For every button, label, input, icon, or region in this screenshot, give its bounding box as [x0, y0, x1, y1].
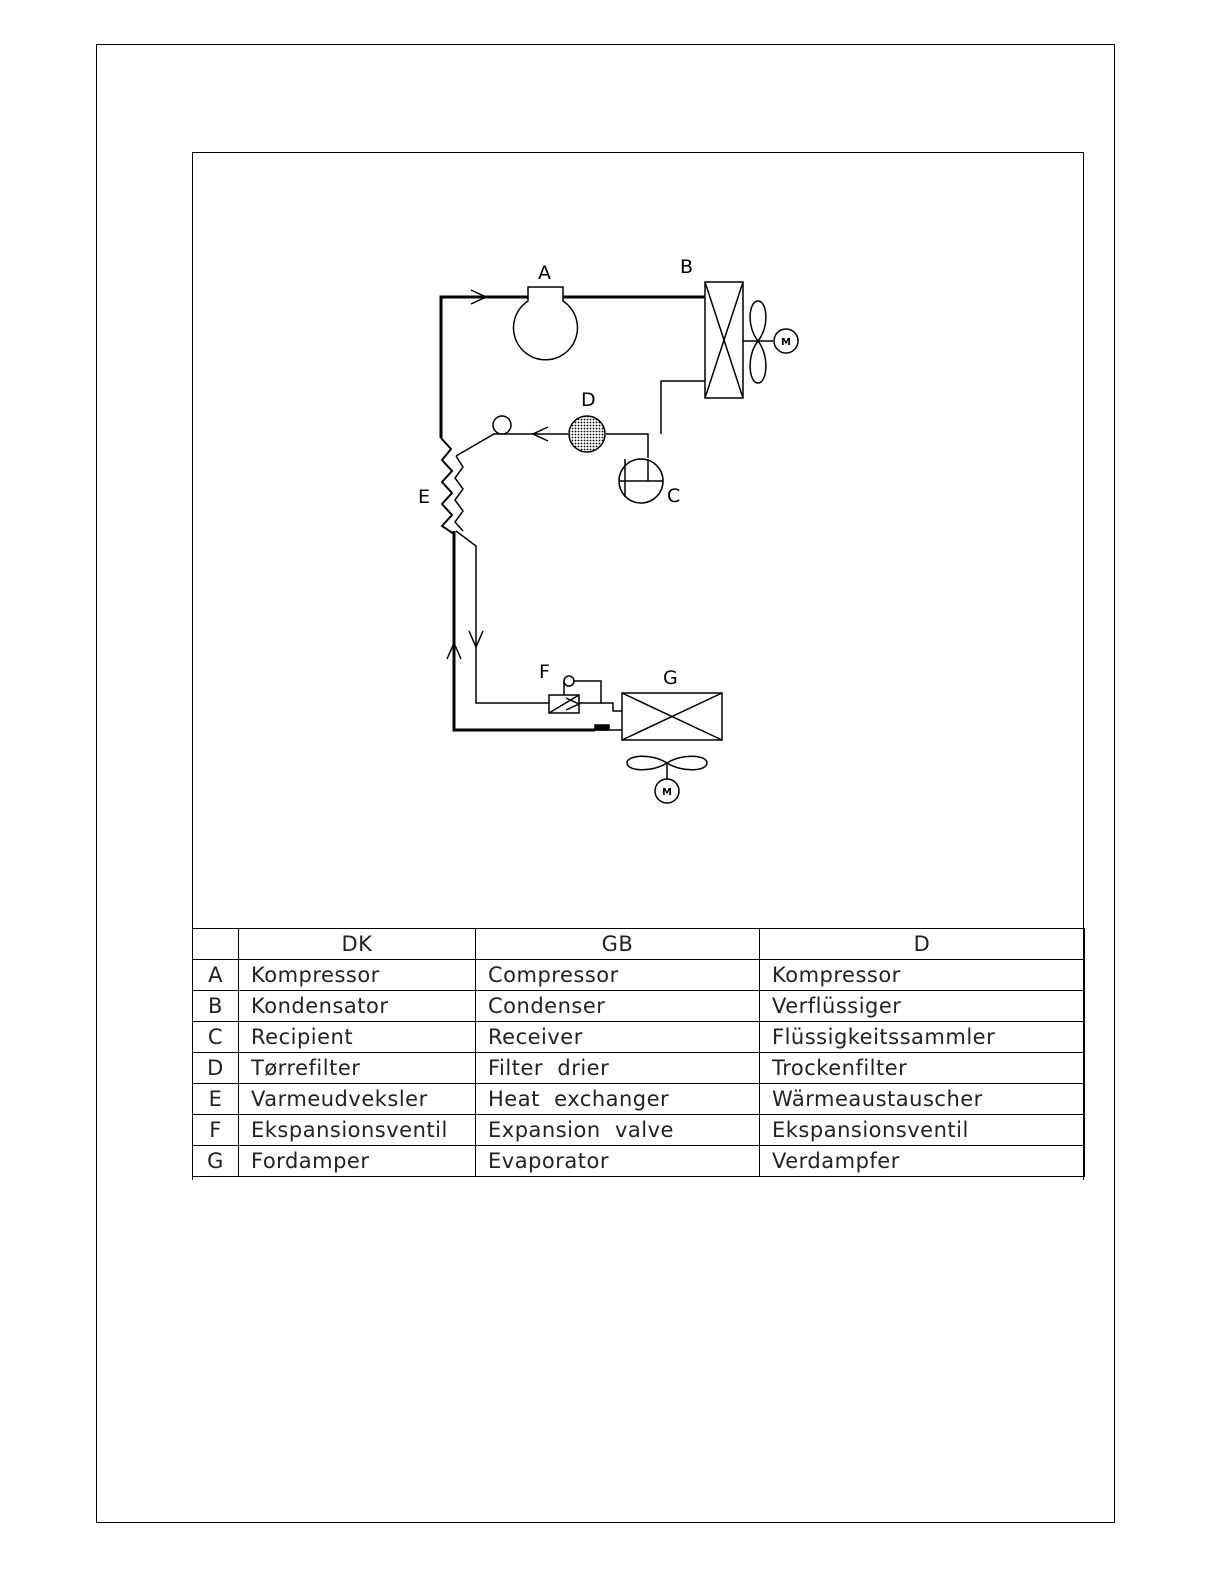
label-d: D	[581, 389, 596, 411]
legend-gb: Condenser	[475, 990, 760, 1022]
legend-row: A Kompressor Compressor Kompressor	[192, 959, 1085, 991]
arrow-down	[468, 630, 484, 649]
legend-gb: Compressor	[475, 959, 760, 991]
legend-d: Trockenfilter	[759, 1052, 1085, 1084]
condenser-motor-label: M	[781, 337, 791, 348]
label-c: C	[667, 485, 680, 507]
flow-arrows	[446, 289, 549, 660]
legend-gb: Expansion valve	[475, 1114, 760, 1146]
label-g: G	[663, 667, 678, 689]
legend-d: Wärmeaustauscher	[759, 1083, 1085, 1115]
page-border	[96, 44, 1115, 1523]
legend-key: B	[192, 990, 239, 1022]
refrigeration-circuit-diagram: M	[418, 256, 799, 804]
legend-key: C	[192, 1021, 239, 1053]
arrow-up	[446, 641, 462, 660]
legend-row: F Ekspansionsventil Expansion valve Eksp…	[192, 1114, 1085, 1146]
condenser-fan-icon	[743, 300, 799, 384]
heat-exchanger-symbol	[440, 437, 464, 535]
legend-key: D	[192, 1052, 239, 1084]
evaporator-motor-label: M	[662, 787, 672, 798]
legend-gb: Filter drier	[475, 1052, 760, 1084]
legend-row: C Recipient Receiver Flüssigkeitssammler	[192, 1021, 1085, 1053]
condenser-motor-icon	[773, 328, 799, 354]
legend-d: Kompressor	[759, 959, 1085, 991]
evaporator-motor-icon	[654, 778, 680, 804]
thick-pipes	[439, 295, 705, 732]
legend-row: G Fordamper Evaporator Verdampfer	[192, 1145, 1085, 1177]
legend-header-key	[192, 928, 239, 960]
label-a: A	[538, 262, 551, 284]
legend-header-gb: GB	[475, 928, 760, 960]
sight-glass-symbol	[492, 415, 512, 435]
legend-key: E	[192, 1083, 239, 1115]
evaporator-fan-icon	[626, 755, 708, 804]
compressor-symbol	[512, 286, 579, 361]
legend-d: Verflüssiger	[759, 990, 1085, 1022]
legend-dk: Kompressor	[238, 959, 476, 991]
legend-key: G	[192, 1145, 239, 1177]
filter-drier-symbol	[568, 415, 606, 453]
legend-key: F	[192, 1114, 239, 1146]
component-legend-table: DK GB D A Kompressor Compressor Kompress…	[192, 928, 1085, 1177]
label-e: E	[418, 486, 430, 508]
legend-gb: Evaporator	[475, 1145, 760, 1177]
legend-d: Flüssigkeitssammler	[759, 1021, 1085, 1053]
legend-dk: Fordamper	[238, 1145, 476, 1177]
legend-row: D Tørrefilter Filter drier Trockenfilter	[192, 1052, 1085, 1084]
label-b: B	[680, 256, 693, 278]
legend-dk: Tørrefilter	[238, 1052, 476, 1084]
legend-dk: Varmeudveksler	[238, 1083, 476, 1115]
condenser-symbol	[704, 281, 744, 399]
legend-key: A	[192, 959, 239, 991]
legend-dk: Ekspansionsventil	[238, 1114, 476, 1146]
legend-d: Verdampfer	[759, 1145, 1085, 1177]
legend-dk: Recipient	[238, 1021, 476, 1053]
arrow-right	[470, 289, 488, 305]
legend-gb: Receiver	[475, 1021, 760, 1053]
legend-header-d: D	[759, 928, 1085, 960]
legend-dk: Kondensator	[238, 990, 476, 1022]
legend-header-row: DK GB D	[192, 928, 1085, 960]
legend-row: E Varmeudveksler Heat exchanger Wärmeaus…	[192, 1083, 1085, 1115]
expansion-valve-symbol	[548, 675, 610, 731]
receiver-symbol	[618, 458, 664, 504]
drawing-frame: M	[192, 152, 1085, 1180]
legend-d: Ekspansionsventil	[759, 1114, 1085, 1146]
legend-header-dk: DK	[238, 928, 476, 960]
evaporator-symbol	[621, 692, 723, 741]
label-f: F	[539, 661, 550, 683]
legend-gb: Heat exchanger	[475, 1083, 760, 1115]
legend-row: B Kondensator Condenser Verflüssiger	[192, 990, 1085, 1022]
arrow-left	[531, 426, 549, 442]
